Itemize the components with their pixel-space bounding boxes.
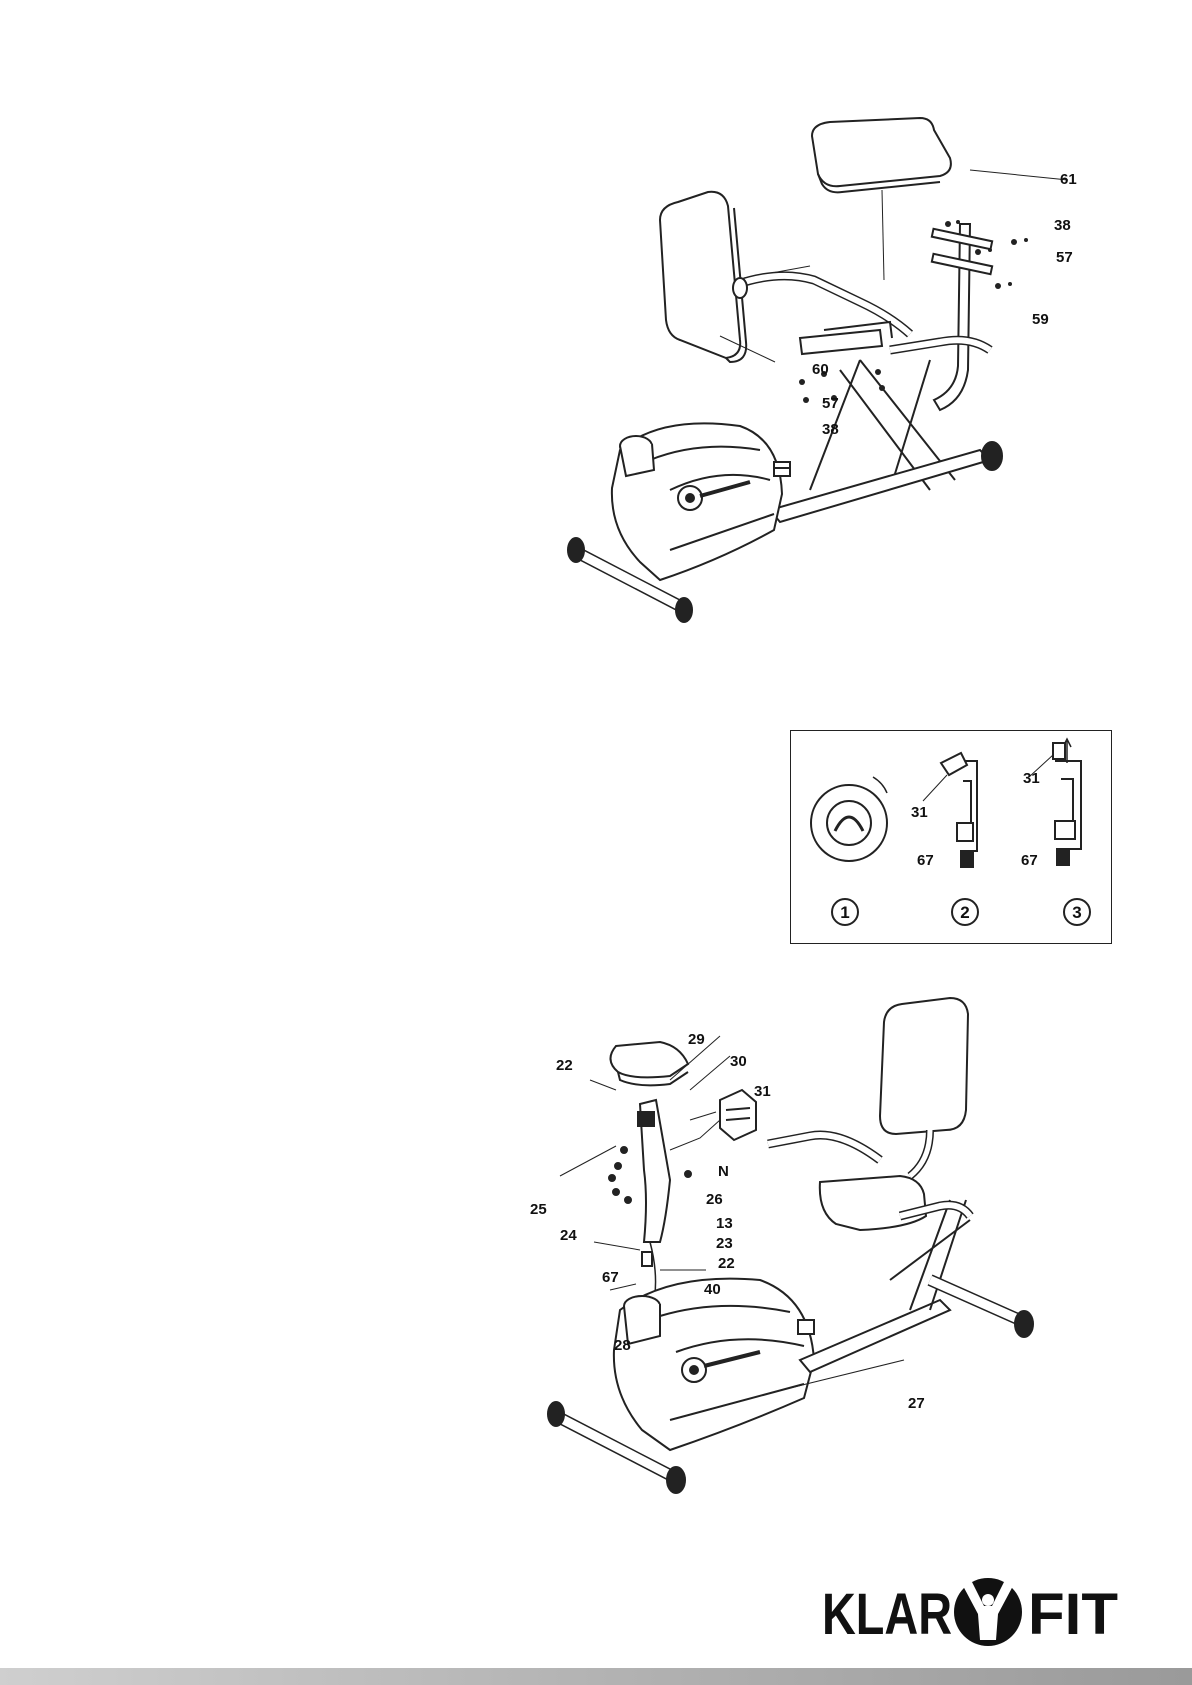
console-assembly-drawing: 29 22 30 31 N 26 25 13 24 23 22 67 40 28… xyxy=(520,980,1100,1540)
callout-26: 26 xyxy=(706,1191,723,1208)
callout-24: 24 xyxy=(560,1227,577,1244)
callout-59: 59 xyxy=(1032,311,1049,328)
callout-31: 31 xyxy=(754,1083,771,1100)
callout-23: 23 xyxy=(716,1235,733,1252)
callout-38: 38 xyxy=(1054,217,1071,234)
callout-27: 27 xyxy=(908,1395,925,1412)
step-panel: 31 67 31 67 1 2 3 xyxy=(790,730,1112,944)
callout-n: N xyxy=(718,1163,729,1180)
figure-seat-assembly: 61 38 57 59 60 57 38 xyxy=(560,110,1080,690)
panel-callout-67-b: 67 xyxy=(1021,852,1038,869)
logo-text-left: KLAR xyxy=(822,1582,952,1647)
logo-text-right: FIT xyxy=(1028,1582,1118,1647)
callout-25: 25 xyxy=(530,1201,547,1218)
callout-13: 13 xyxy=(716,1215,733,1232)
callout-57: 57 xyxy=(1056,249,1073,266)
footer-gradient-bar xyxy=(0,1668,1192,1685)
callout-67: 67 xyxy=(602,1269,619,1286)
step-1: 1 xyxy=(840,903,849,922)
figure-console-assembly: 29 22 30 31 N 26 25 13 24 23 22 67 40 28… xyxy=(520,980,1100,1540)
callout-22-bottom: 22 xyxy=(718,1255,735,1272)
callout-61: 61 xyxy=(1060,171,1077,188)
seat-assembly-drawing: 61 38 57 59 60 57 38 xyxy=(560,110,1080,690)
panel-callout-67-a: 67 xyxy=(917,852,934,869)
callout-22-top: 22 xyxy=(556,1057,573,1074)
step-3: 3 xyxy=(1072,903,1081,922)
panel-callout-31-a: 31 xyxy=(911,804,928,821)
klarfit-logo: KLAR FIT xyxy=(822,1570,1122,1650)
callout-28: 28 xyxy=(614,1337,631,1354)
step-2: 2 xyxy=(960,903,969,922)
callout-29: 29 xyxy=(688,1031,705,1048)
callout-40: 40 xyxy=(704,1281,721,1298)
panel-callout-31-b: 31 xyxy=(1023,770,1040,787)
step-panel-drawing: 31 67 31 67 1 2 3 xyxy=(791,731,1111,943)
klarfit-logo-mark: KLAR FIT xyxy=(822,1570,1122,1650)
callout-30: 30 xyxy=(730,1053,747,1070)
callout-57-lower: 57 xyxy=(822,395,839,412)
callout-38-lower: 38 xyxy=(822,421,839,438)
callout-60: 60 xyxy=(812,361,829,378)
